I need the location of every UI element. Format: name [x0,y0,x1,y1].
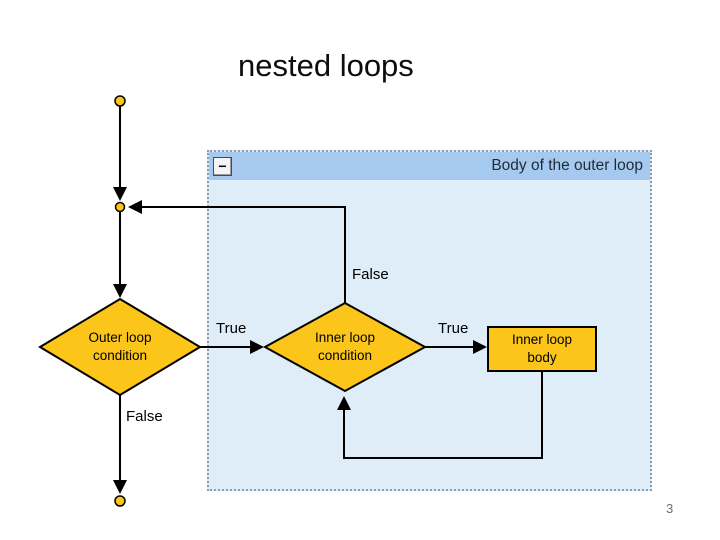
arrowhead-down-outer-condition [113,284,127,298]
collapse-button[interactable]: − [213,156,232,176]
arrowhead-right-inner-condition [250,340,264,354]
arrowhead-down-end [113,480,127,494]
edge-label-inner-false: False [352,266,389,283]
inner-loop-condition-diamond [262,301,428,393]
inner-loop-condition-label: Inner loop condition [314,330,376,364]
junction-dot [114,201,126,213]
end-dot [114,495,126,507]
edge-label-inner-true: True [438,320,469,337]
panel-header: − Body of the outer loop [209,152,650,180]
outer-loop-condition-diamond [38,297,202,397]
arrowhead-up-inner-condition [337,396,351,410]
edge-label-outer-true: True [216,320,247,337]
panel-header-label: Body of the outer loop [491,157,643,174]
edge-body-loopback [343,371,543,459]
start-dot [114,95,126,107]
inner-loop-body-label: Inner loop body [511,332,573,366]
arrowhead-left-junction [128,200,142,214]
arrowhead-right-inner-body [473,340,487,354]
page-title: nested loops [238,48,414,83]
outer-loop-condition-label: Outer loop condition [88,330,152,364]
edge-label-outer-false: False [126,408,163,425]
page-number: 3 [666,501,674,516]
inner-loop-body-box [487,326,597,372]
arrowhead-down-junction [113,187,127,201]
